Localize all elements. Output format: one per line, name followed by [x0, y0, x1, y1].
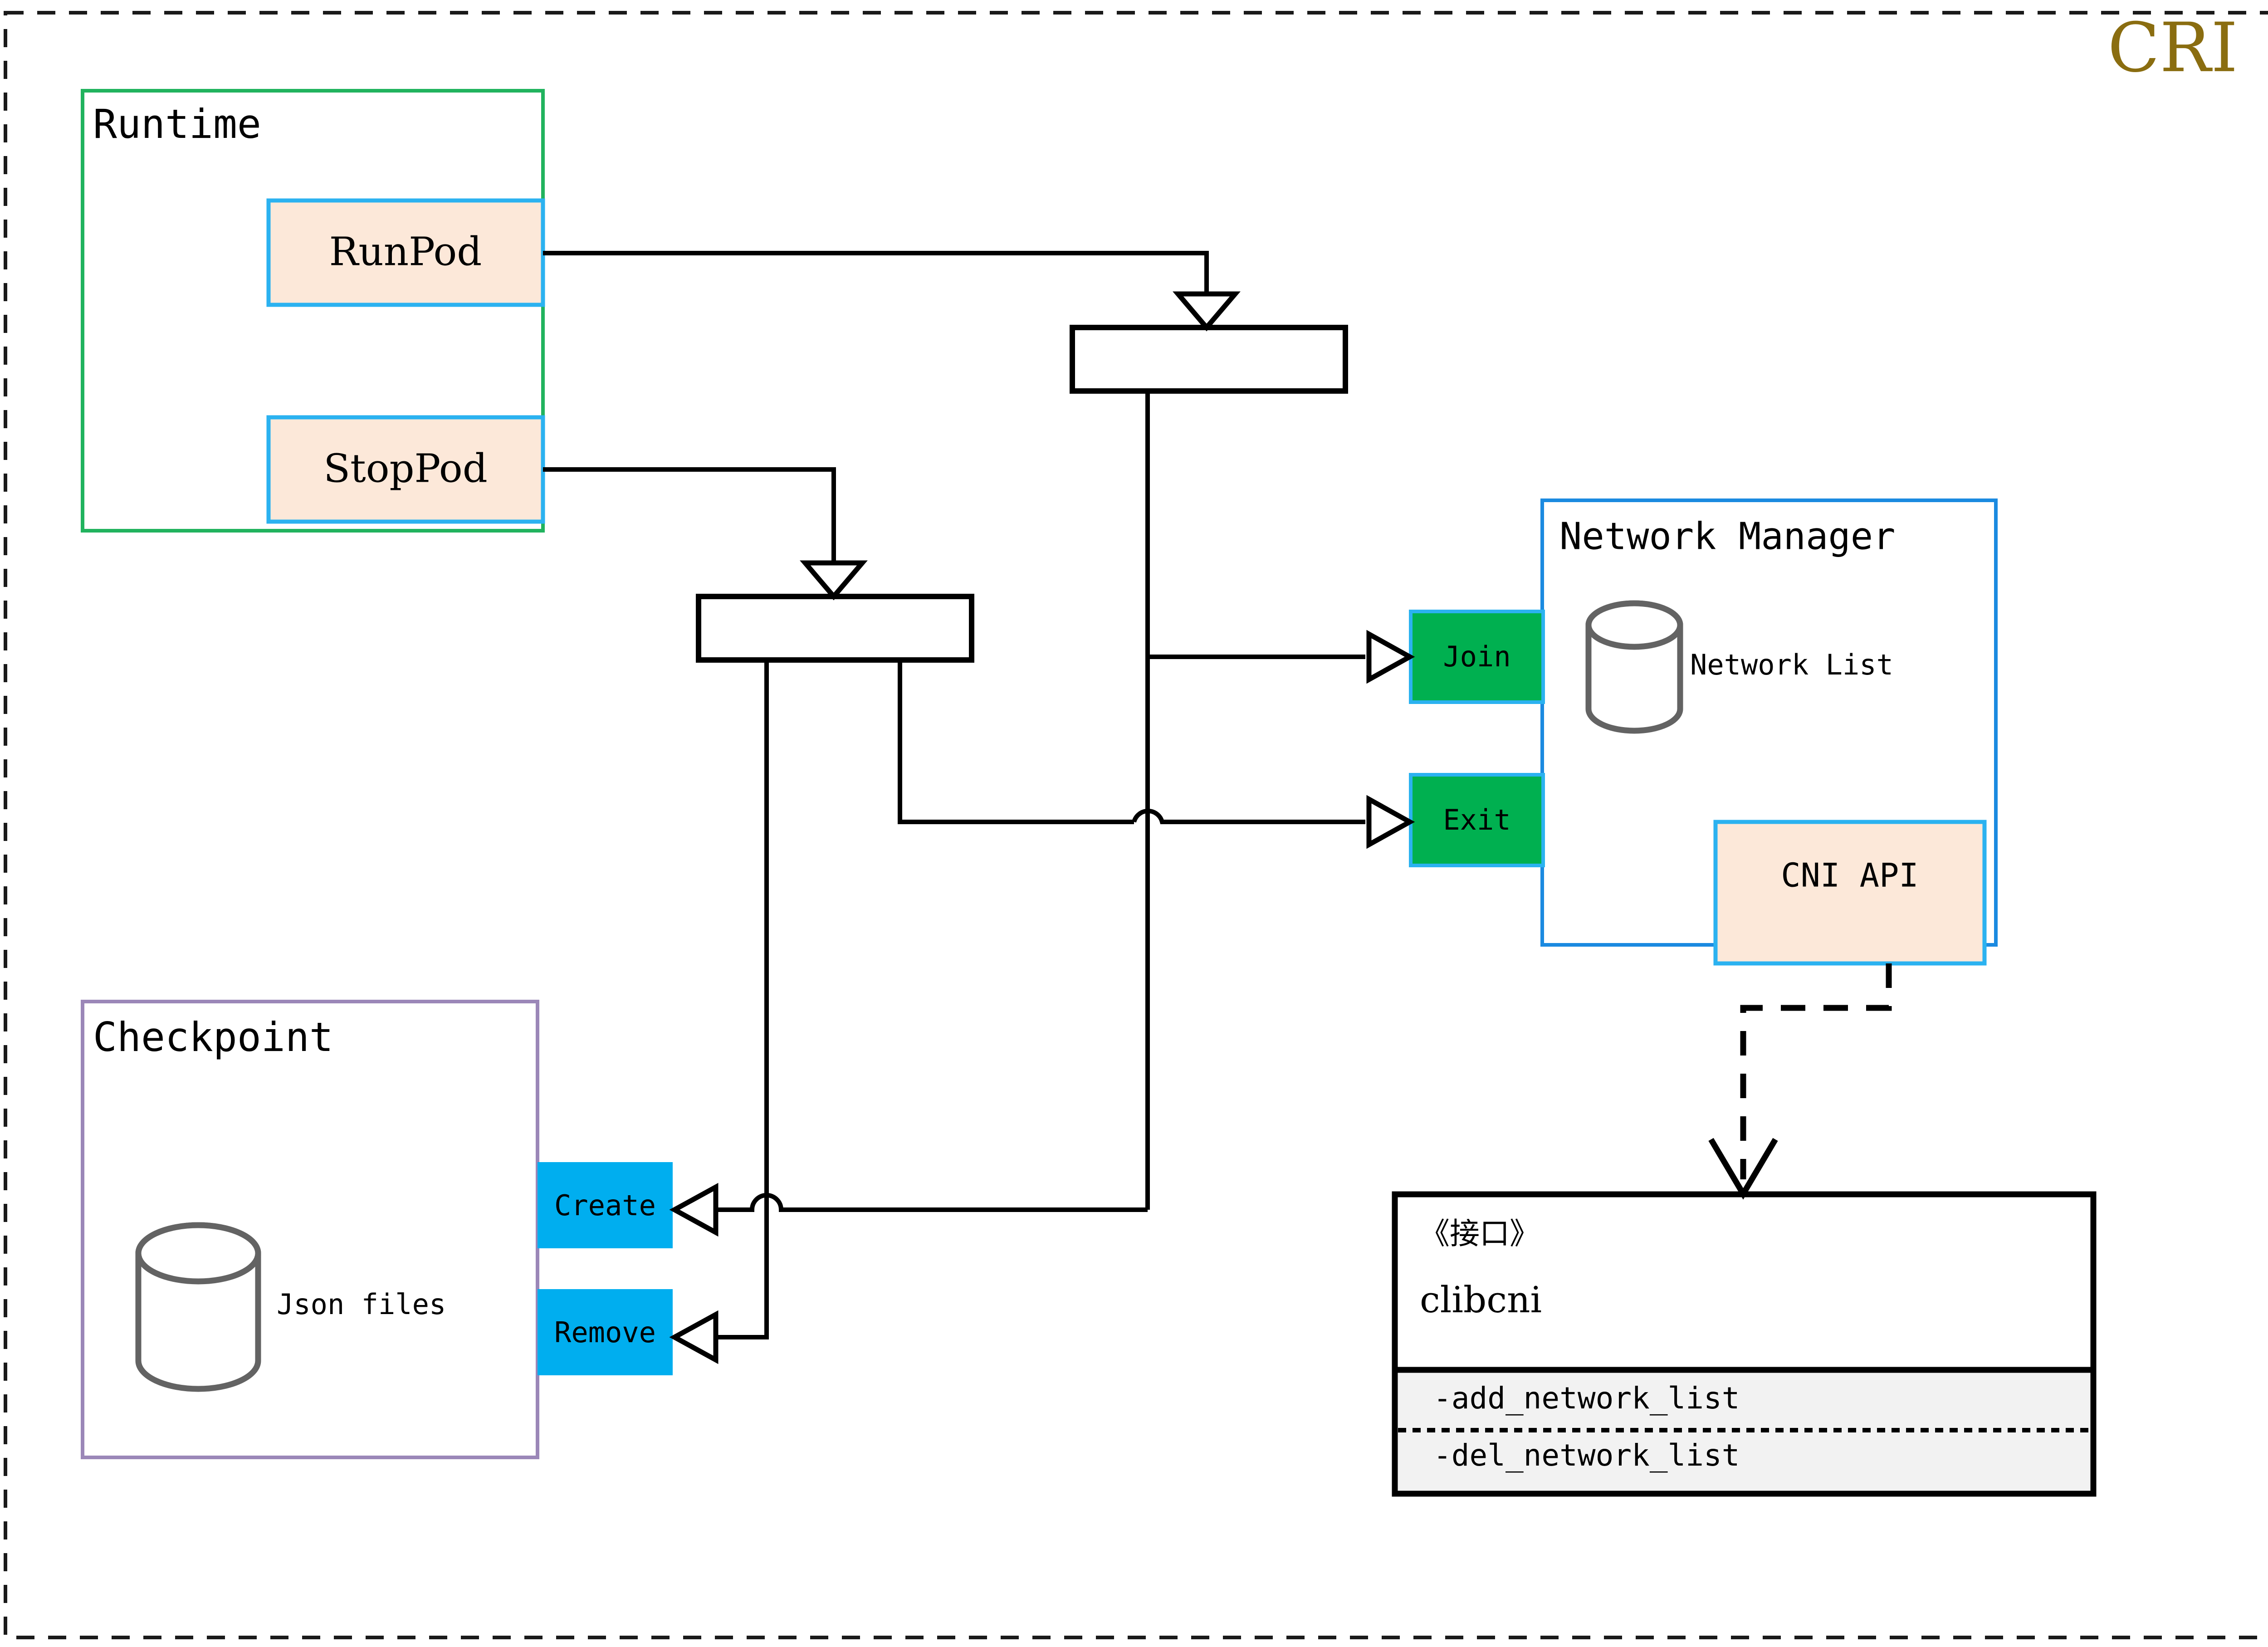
cni-api-box[interactable] [1713, 820, 1987, 966]
network-manager-title: Network Manager [1559, 515, 1896, 558]
arrowhead-remove-hollow-triangle-icon [669, 1310, 719, 1364]
runpod-label: RunPod [329, 230, 482, 275]
stoppod-label: StopPod [323, 446, 488, 492]
connector-stoppod-to-fork [543, 467, 836, 564]
outer-frame [4, 11, 2268, 1639]
connector-exit-horizontal-with-hop [1132, 808, 1365, 824]
remove-label: Remove [554, 1316, 656, 1349]
clibcni-method-add: -add_network_list [1433, 1381, 1740, 1416]
cni-api-label: CNI API [1781, 856, 1918, 894]
connector-to-create-with-hop [699, 1193, 1148, 1212]
network-list-label: Network List [1690, 648, 1893, 681]
json-files-database-cylinder-icon [135, 1222, 261, 1392]
arrowhead-clibcni-open-v-icon [1708, 1138, 1778, 1200]
remove-box[interactable] [538, 1289, 673, 1375]
arrowhead-stoppod-fork-hollow-triangle-icon [800, 560, 868, 601]
exit-label: Exit [1443, 803, 1510, 836]
json-files-label: Json files [277, 1288, 446, 1321]
connector-runpod-to-fork [543, 251, 1209, 295]
connector-fork-top-to-join [1145, 391, 1365, 659]
network-list-database-cylinder-icon [1585, 600, 1683, 734]
clibcni-method-del: -del_network_list [1433, 1438, 1740, 1473]
connector-fork-bottom-to-exit-run [898, 660, 1134, 824]
clibcni-methods-compartment [1398, 1370, 2090, 1491]
checkpoint-group-title: Checkpoint [93, 1014, 333, 1061]
arrowhead-join-hollow-triangle-icon [1366, 630, 1415, 684]
arrowhead-exit-hollow-triangle-icon [1366, 795, 1415, 849]
create-box[interactable] [538, 1162, 673, 1248]
page-title: CRI [2108, 9, 2238, 88]
checkpoint-group-box [81, 1000, 539, 1459]
runtime-group-title: Runtime [93, 101, 261, 147]
fork-join-bar-bottom-icon [696, 594, 974, 663]
connector-cniapi-to-clibcni-dashed [1740, 963, 1892, 1179]
exit-box[interactable] [1409, 773, 1545, 867]
join-box[interactable] [1409, 610, 1545, 704]
fork-join-bar-top-icon [1070, 325, 1348, 394]
create-label: Create [554, 1189, 656, 1222]
clibcni-stereotype: 《接口》 [1420, 1216, 1540, 1251]
arrowhead-create-hollow-triangle-icon [669, 1183, 719, 1237]
connector-fork-bottom-to-remove [699, 660, 769, 1339]
arrowhead-runpod-fork-hollow-triangle-icon [1173, 291, 1241, 332]
runpod-box[interactable] [266, 198, 545, 307]
clibcni-name: clibcni [1420, 1279, 1542, 1321]
join-label: Join [1443, 640, 1510, 673]
